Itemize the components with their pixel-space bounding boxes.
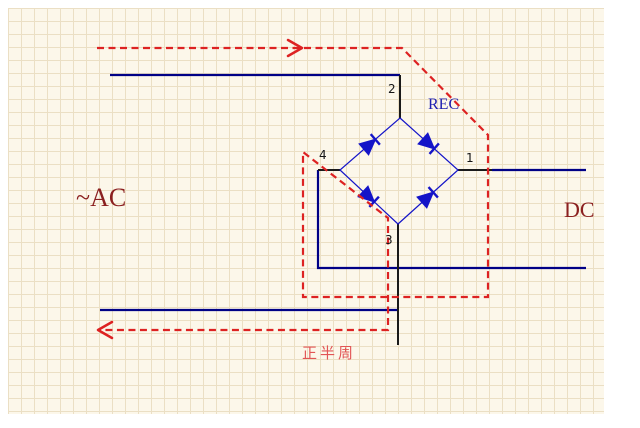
rec-component-label: REC (428, 96, 460, 113)
dc-output-minus-wire (316, 170, 586, 270)
caption-positive-half-cycle: 正半周 (302, 345, 357, 362)
pin-4-number: 4 (319, 148, 327, 162)
flow-arrow-left-icon (96, 320, 114, 340)
flow-arrow-right-icon (286, 38, 304, 58)
diode-top-right-icon (417, 132, 440, 155)
pin-2-number: 2 (388, 82, 396, 96)
diode-top-left-icon (358, 133, 381, 156)
bridge-outline (339, 117, 459, 225)
pin-1-number: 1 (466, 151, 474, 165)
pin-3-number: 3 (385, 233, 393, 247)
current-flow-path (97, 46, 490, 332)
ac-label: ~AC (76, 183, 127, 212)
dc-label: DC (564, 197, 595, 222)
diode-bottom-right-icon (416, 186, 439, 209)
